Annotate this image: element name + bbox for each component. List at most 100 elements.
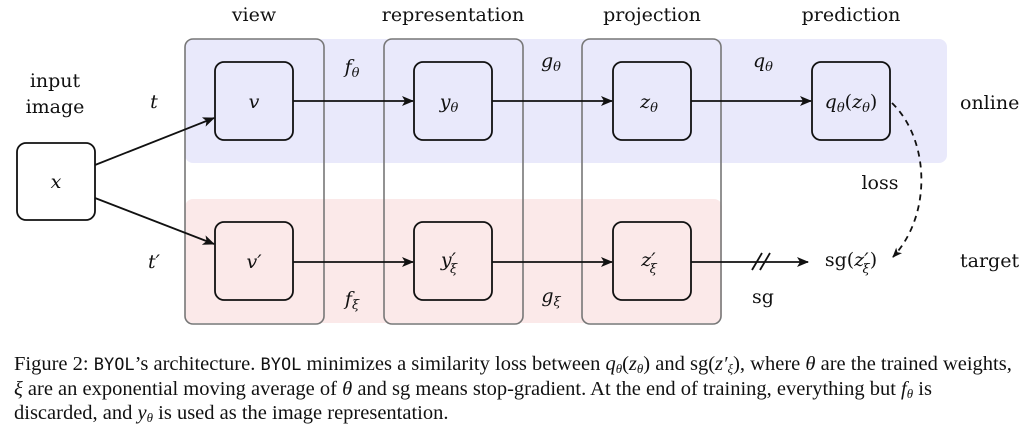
caption-math-zprime: z′ xyxy=(715,353,728,375)
input-node xyxy=(16,142,96,221)
online-prediction-node-label: qθ(zθ) xyxy=(825,91,878,116)
target-branch-band xyxy=(185,199,722,323)
xi-sub: ξ xyxy=(450,262,458,277)
caption-paren: ( xyxy=(708,353,716,375)
online-projection-node-label: zθ xyxy=(639,91,658,116)
target-view-node-label: v′ xyxy=(246,251,262,273)
theta-sub: θ xyxy=(650,101,658,116)
stop-gradient-slash-1 xyxy=(751,252,763,271)
caption-math-xi: ξ xyxy=(14,378,23,400)
caption-math-z: z xyxy=(628,353,637,375)
edge-label-f-xi: fξ xyxy=(343,288,360,313)
xi-sub: ξ xyxy=(650,262,658,277)
loss-label: loss xyxy=(861,172,898,194)
caption-text: , where xyxy=(739,353,801,375)
caption-math-sub: θ xyxy=(636,361,644,376)
caption-text: are an exponential moving average of xyxy=(27,378,337,400)
y-base: y xyxy=(439,91,451,113)
z-prime-base: z′ xyxy=(640,249,656,271)
column-header-view: view xyxy=(231,4,277,26)
q-base: q xyxy=(753,50,765,72)
column-header-projection: projection xyxy=(603,4,701,26)
caption-math-q: q xyxy=(605,353,616,375)
caption-math-sub: θ xyxy=(146,410,154,425)
caption-paren: ) xyxy=(643,353,651,375)
paren-close: ) xyxy=(870,91,877,113)
caption-math-y: y xyxy=(137,402,147,424)
caption-text: is discarded, and xyxy=(14,378,932,424)
arrow-input-to-target-view xyxy=(94,197,215,245)
xi-sub: ξ xyxy=(863,262,871,277)
theta-sub: θ xyxy=(837,101,845,116)
online-representation-node-label: yθ xyxy=(439,91,459,116)
edge-label-f-theta: fθ xyxy=(343,56,360,81)
sg-text: sg xyxy=(825,249,847,271)
column-header-representation: representation xyxy=(382,4,524,26)
caption-math-sg: sg xyxy=(392,378,411,400)
input-image-label-line2: image xyxy=(26,96,85,118)
online-view-node-label: v xyxy=(249,91,260,113)
paren-close: ) xyxy=(870,249,877,271)
online-transform-label: t xyxy=(150,91,158,113)
caption-text: is used as the image representation. xyxy=(158,402,449,424)
caption-math-theta: θ xyxy=(342,378,353,400)
caption-math-sg: sg xyxy=(689,353,709,375)
input-image-label-line1: input xyxy=(30,70,81,92)
f-base: f xyxy=(343,56,355,78)
target-transform-label: t′ xyxy=(148,251,161,273)
input-node-label: x xyxy=(51,171,62,193)
target-view-node xyxy=(214,221,294,301)
target-branch-label: target xyxy=(960,250,1019,272)
online-prediction-node xyxy=(811,61,891,141)
caption-paren: ( xyxy=(622,353,629,375)
stop-gradient-slash-2 xyxy=(759,252,771,271)
z-base: z xyxy=(851,91,863,113)
byol-architecture-diagram: view representation projection predictio… xyxy=(16,4,1019,325)
target-output-label: sg(z′ξ) xyxy=(825,249,877,277)
caption-text: means stop-gradient. At the end of train… xyxy=(415,378,896,400)
caption-method-name: BYOL xyxy=(93,355,135,375)
edge-label-g-theta: gθ xyxy=(541,50,561,75)
theta-sub: θ xyxy=(862,101,870,116)
g-base: g xyxy=(541,285,553,307)
f-base: f xyxy=(343,288,355,310)
z-base: z xyxy=(639,91,651,113)
view-column-group xyxy=(184,38,325,325)
theta-sub: θ xyxy=(352,66,360,81)
target-projection-node xyxy=(612,221,692,301)
figure-caption: Figure 2: BYOL’s architecture. BYOL mini… xyxy=(14,352,1014,425)
edge-label-q-theta: qθ xyxy=(753,50,773,75)
target-projection-node-label: z′ξ xyxy=(640,249,657,277)
representation-column-group xyxy=(383,38,524,325)
theta-sub: θ xyxy=(765,60,773,75)
caption-text: and xyxy=(357,378,387,400)
column-header-prediction: prediction xyxy=(802,4,901,26)
caption-math-theta: θ xyxy=(805,353,816,375)
caption-math-sub: ξ xyxy=(727,361,734,376)
theta-sub: θ xyxy=(450,101,458,116)
target-representation-node xyxy=(413,221,493,301)
z-prime-base: z′ xyxy=(853,249,869,271)
q-base: q xyxy=(825,91,837,113)
caption-method-name: BYOL xyxy=(260,355,302,375)
edge-label-sg: sg xyxy=(752,286,774,308)
caption-figure-label: Figure 2: xyxy=(14,353,89,375)
arrow-input-to-online-view xyxy=(94,117,215,166)
loss-dashed-arrow xyxy=(891,102,923,258)
xi-sub: ξ xyxy=(554,295,562,310)
caption-text: are the trained weights, xyxy=(820,353,1012,375)
g-base: g xyxy=(541,50,553,72)
caption-math-sub: θ xyxy=(615,361,623,376)
theta-sub: θ xyxy=(553,60,561,75)
xi-sub: ξ xyxy=(352,298,360,313)
caption-math-f: f xyxy=(901,378,907,400)
projection-column-group xyxy=(581,38,722,325)
caption-paren: ) xyxy=(733,353,740,375)
caption-text: ’s architecture. xyxy=(134,353,256,375)
paren-open: ( xyxy=(847,249,854,271)
caption-text: minimizes a similarity loss between xyxy=(306,353,601,375)
target-representation-node-label: y′ξ xyxy=(440,249,458,277)
caption-text: and xyxy=(655,353,685,375)
y-prime-base: y′ xyxy=(440,249,457,271)
paren-open: ( xyxy=(845,91,852,113)
